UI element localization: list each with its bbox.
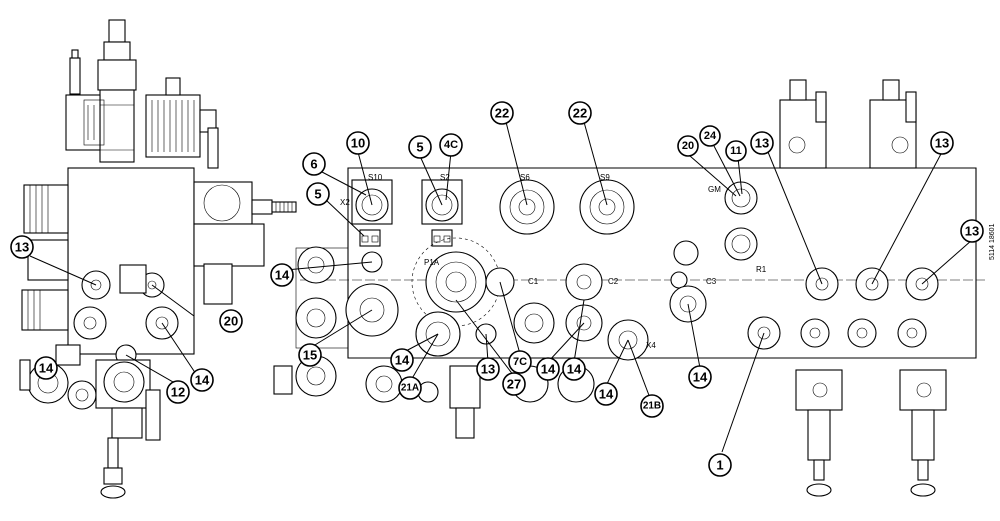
svg-text:10: 10: [351, 136, 365, 151]
callout-14: 14: [34, 356, 58, 380]
svg-text:21A: 21A: [401, 383, 419, 394]
svg-text:14: 14: [275, 268, 290, 283]
svg-text:1: 1: [716, 458, 723, 473]
svg-text:14: 14: [195, 373, 210, 388]
port-p1a: P1A: [424, 258, 440, 267]
svg-text:13: 13: [755, 136, 769, 151]
callout-20: 20: [677, 135, 699, 157]
svg-text:14: 14: [567, 362, 582, 377]
callout-14: 14: [390, 348, 414, 372]
port-s2: S2: [440, 173, 450, 182]
svg-text:14: 14: [599, 387, 614, 402]
callout-5: 5: [306, 182, 330, 206]
callout-14: 14: [688, 365, 712, 389]
callout-1: 1: [708, 453, 732, 477]
callout-21b: 21B: [640, 394, 664, 418]
svg-text:22: 22: [495, 106, 509, 121]
callout-20: 20: [219, 309, 243, 333]
port-c3: C3: [706, 277, 717, 286]
svg-text:5: 5: [416, 140, 423, 155]
callout-13: 13: [960, 219, 984, 243]
port-gm: GM: [708, 185, 721, 194]
callout-7c: 7C: [508, 350, 532, 374]
callout-14: 14: [594, 382, 618, 406]
svg-text:13: 13: [935, 136, 949, 151]
svg-text:11: 11: [730, 145, 742, 157]
callout-22: 22: [568, 101, 592, 125]
callout-15: 15: [298, 343, 322, 367]
svg-text:5: 5: [314, 187, 321, 202]
callout-13: 13: [930, 131, 954, 155]
callout-10: 10: [346, 131, 370, 155]
drawing-number: 5114 18601: [989, 223, 996, 260]
callout-21a: 21A: [398, 376, 422, 400]
callout-27: 27: [502, 372, 526, 396]
port-s6: S6: [520, 173, 530, 182]
svg-text:15: 15: [303, 348, 317, 363]
callout-11: 11: [725, 140, 747, 162]
svg-text:27: 27: [507, 377, 521, 392]
svg-text:14: 14: [39, 361, 54, 376]
callout-6: 6: [302, 152, 326, 176]
callout-12: 12: [166, 380, 190, 404]
port-x2: X2: [340, 198, 350, 207]
leader-lines: [29, 121, 973, 453]
port-labels: S10 X2 S2 S6 S9 GM R1 P1A C1 C2 C3 X4: [340, 173, 767, 350]
port-s9: S9: [600, 173, 610, 182]
port-x4: X4: [646, 341, 656, 350]
callout-13: 13: [750, 131, 774, 155]
svg-text:24: 24: [704, 130, 717, 142]
svg-text:13: 13: [965, 224, 979, 239]
port-r1: R1: [756, 265, 767, 274]
left-valve-assembly: [19, 19, 297, 499]
svg-text:14: 14: [395, 353, 410, 368]
callout-22: 22: [490, 101, 514, 125]
svg-text:20: 20: [682, 140, 694, 152]
svg-text:12: 12: [171, 385, 185, 400]
callout-14: 14: [562, 357, 586, 381]
svg-text:14: 14: [693, 370, 708, 385]
svg-text:13: 13: [481, 362, 495, 377]
callout-24: 24: [699, 125, 721, 147]
svg-text:6: 6: [310, 157, 317, 172]
port-c1: C1: [528, 277, 539, 286]
callout-14: 14: [270, 263, 294, 287]
main-manifold: [273, 79, 985, 497]
svg-text:4C: 4C: [444, 139, 458, 151]
svg-text:7C: 7C: [513, 356, 527, 368]
svg-text:13: 13: [15, 240, 29, 255]
callout-5: 5: [408, 135, 432, 159]
svg-text:21B: 21B: [643, 401, 661, 412]
callout-14: 14: [536, 357, 560, 381]
svg-text:22: 22: [573, 106, 587, 121]
callout-4c: 4C: [439, 133, 463, 157]
callout-13: 13: [10, 235, 34, 259]
svg-text:14: 14: [541, 362, 556, 377]
port-s10: S10: [368, 173, 383, 182]
callout-13: 13: [476, 357, 500, 381]
callout-14: 14: [190, 368, 214, 392]
svg-text:20: 20: [224, 314, 238, 329]
port-c2: C2: [608, 277, 619, 286]
